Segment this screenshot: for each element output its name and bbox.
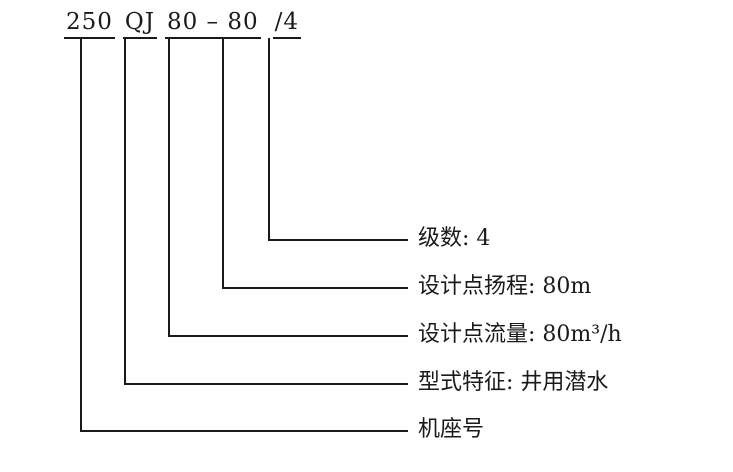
connector-vline-frame-size (80, 38, 82, 432)
connector-hline-head (222, 287, 408, 289)
code-segment-stages: /4 (272, 9, 302, 40)
code-segment-type: QJ (122, 9, 157, 40)
connector-hline-flow (168, 335, 408, 337)
code-segment-frame-size: 250 (64, 9, 115, 40)
connector-vline-type (124, 38, 126, 385)
connector-hline-stages (268, 239, 408, 241)
code-segment-flow-head: 80 – 80 (164, 9, 261, 40)
model-code: 250 QJ 80 – 80 /4 (64, 9, 302, 40)
label-design-head: 设计点扬程: 80m (418, 274, 592, 299)
label-type-feature: 型式特征: 井用潜水 (418, 370, 609, 395)
connector-vline-stages (268, 38, 270, 241)
connector-hline-type (124, 383, 408, 385)
connector-vline-head (222, 38, 224, 289)
connector-hline-frame-size (80, 430, 408, 432)
connector-vline-flow (168, 38, 170, 337)
label-stages: 级数: 4 (418, 226, 491, 251)
label-design-flow: 设计点流量: 80m³/h (418, 322, 622, 347)
label-frame-size: 机座号 (418, 417, 485, 442)
